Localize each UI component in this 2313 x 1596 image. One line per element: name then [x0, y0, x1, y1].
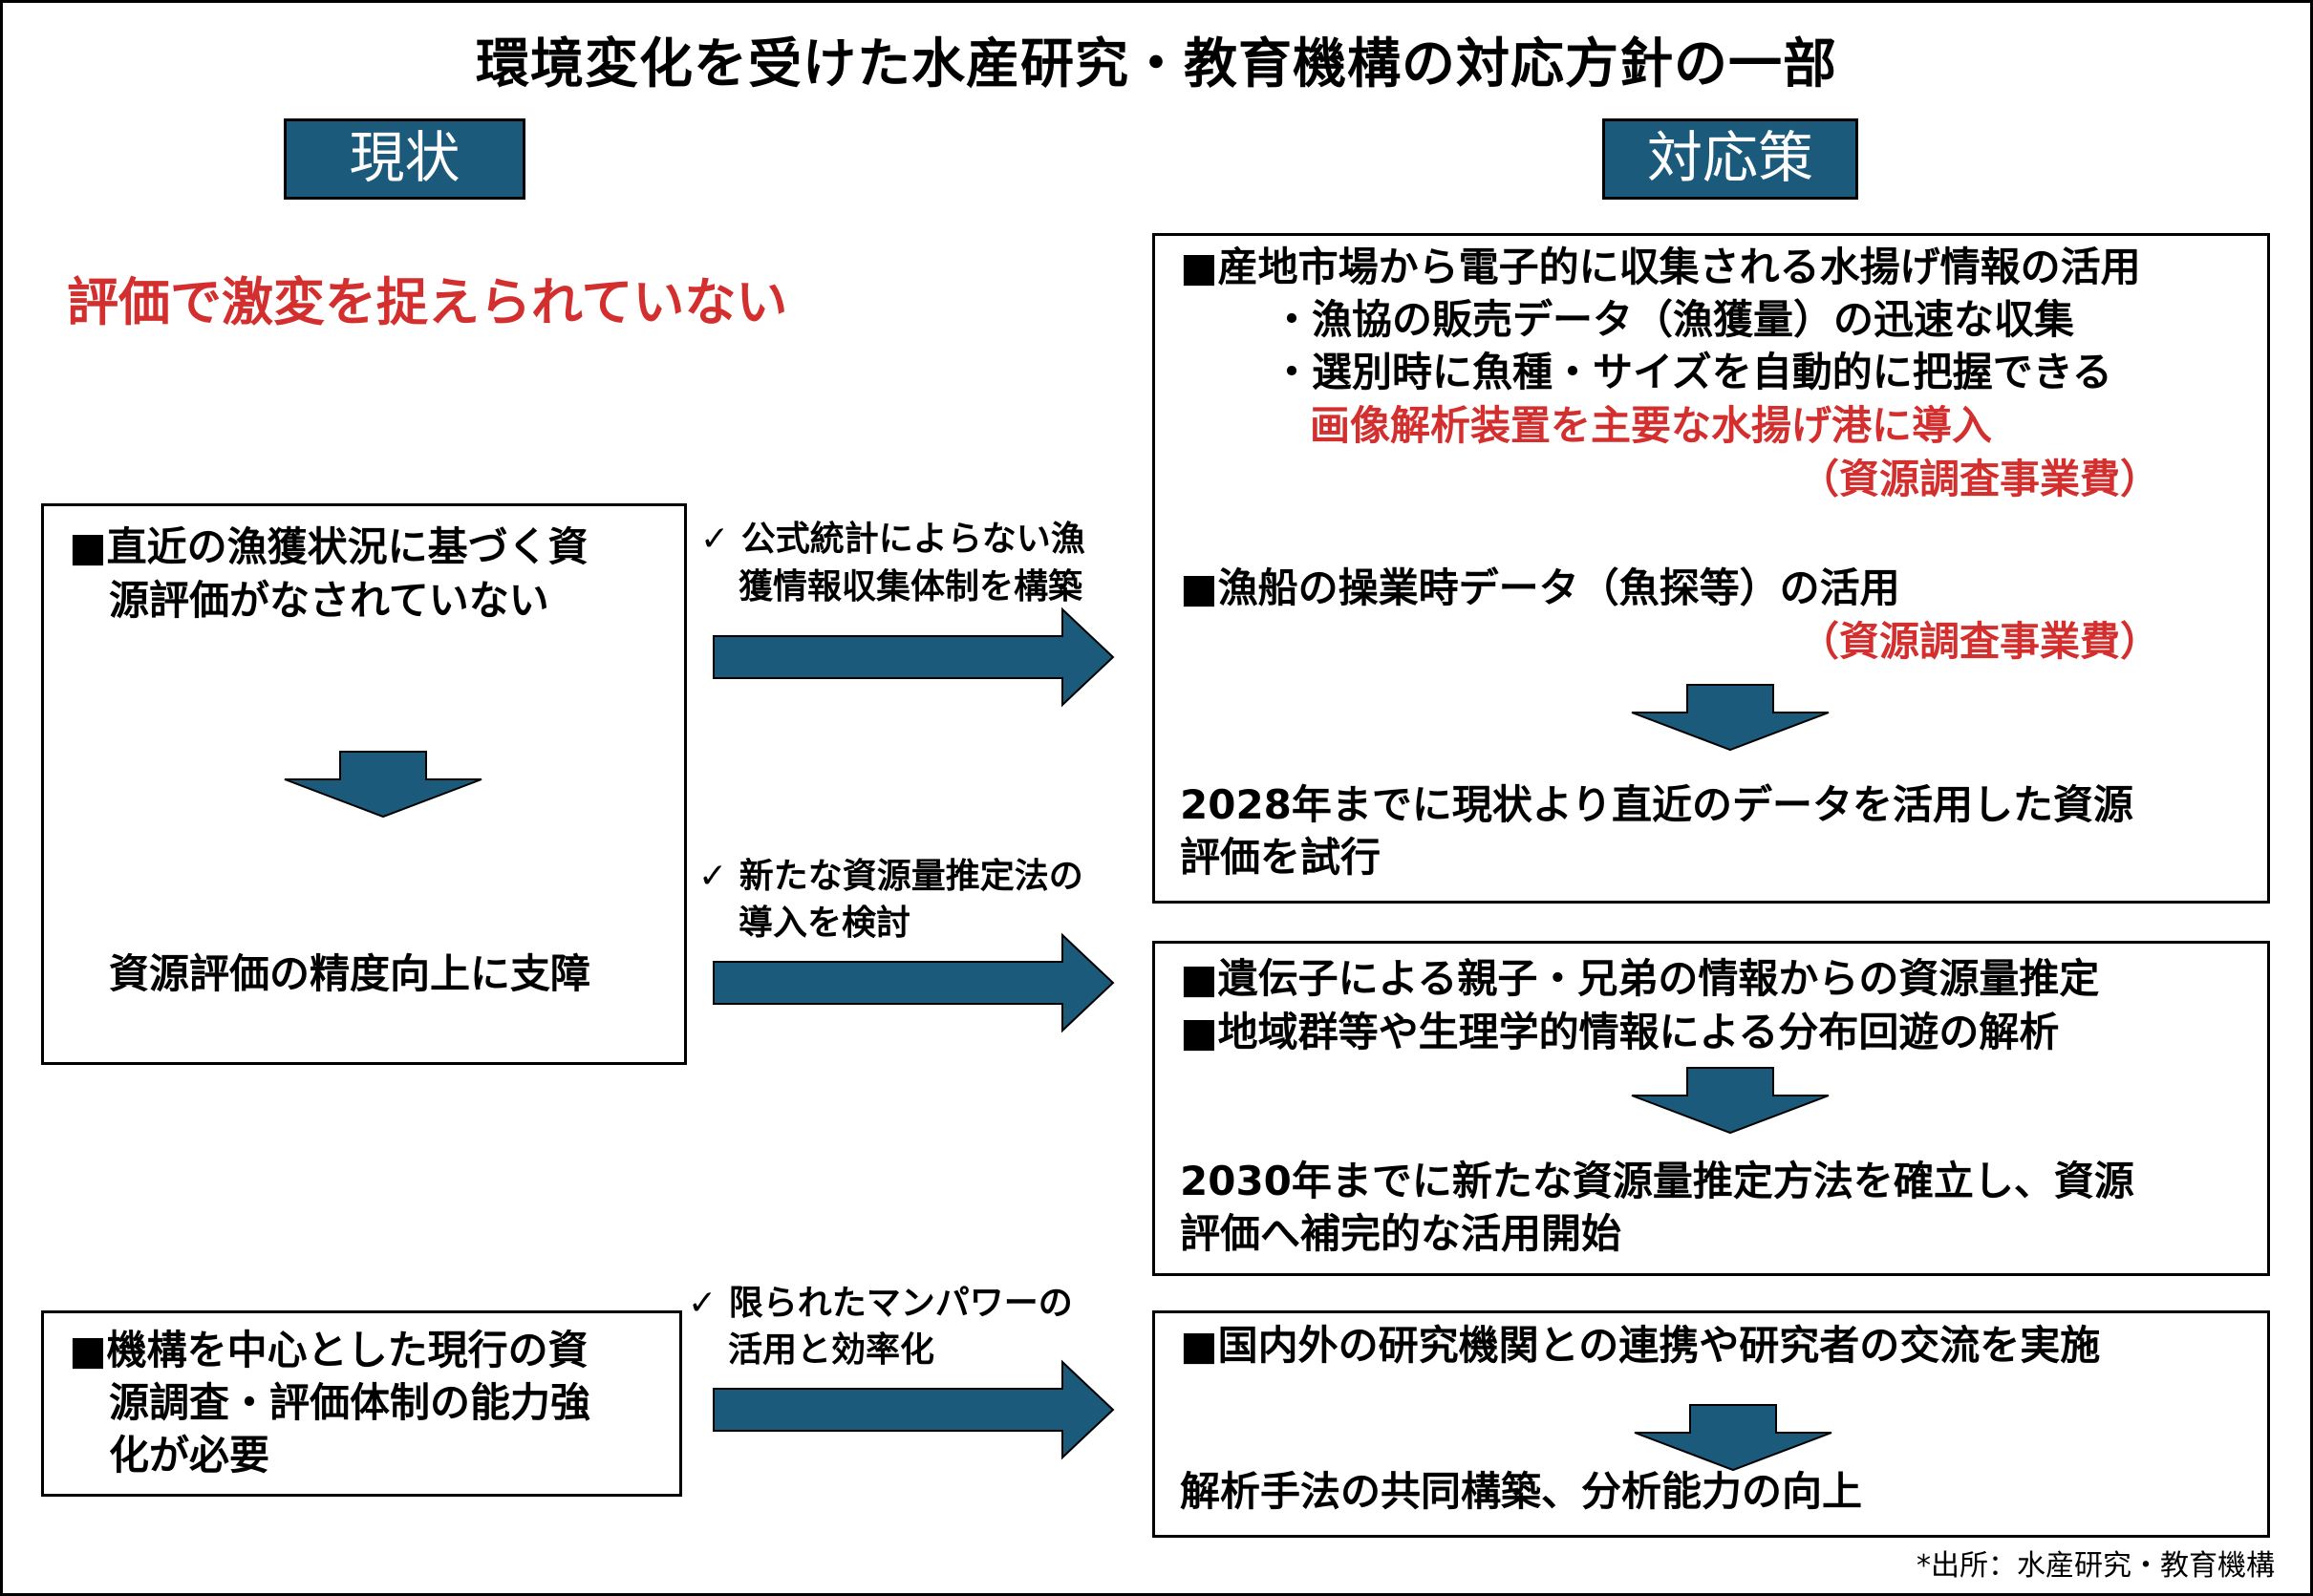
arrow-right-3	[713, 1359, 1115, 1460]
arrow-1-label-line2: 獲情報収集体制を構築	[739, 567, 1083, 606]
right-box-2-result1: 2030年までに新たな資源量推定方法を確立し、資源	[1180, 1158, 2134, 1204]
left-box-2-line3: 化が必要	[109, 1432, 270, 1479]
right-box-1-bullet2: ・選別時に魚種・サイズを自動的に把握できる	[1272, 349, 2112, 395]
right-box-2-down-arrow	[1631, 1067, 1830, 1135]
source-note: *出所：水産研究・教育機構	[1917, 1549, 2275, 1583]
arrow-right-2	[713, 932, 1115, 1033]
page-title: 環境変化を受けた水産研究・教育機構の対応方針の一部	[476, 33, 1837, 96]
left-box-1-line2: 源評価がなされていない	[109, 577, 549, 624]
left-box-1-line1: ■直近の漁獲状況に基づく資	[69, 523, 589, 570]
arrow-2-label-line2: 導入を検討	[739, 904, 911, 943]
right-box-3-down-arrow	[1634, 1404, 1832, 1472]
right-box-3-line1: ■国内外の研究機関との連携や研究者の交流を実施	[1180, 1322, 2101, 1369]
left-box-1-down-arrow	[284, 751, 482, 819]
current-subtitle: 評価で激変を捉えられていない	[67, 272, 788, 332]
left-box-1-result: 資源評価の精度向上に支障	[109, 950, 591, 997]
right-box-1-result1: 2028年までに現状より直近のデータを活用した資源	[1180, 781, 2134, 828]
left-box-2-line2: 源調査・評価体制の能力強	[109, 1379, 591, 1426]
right-box-1-down-arrow	[1631, 684, 1830, 752]
arrow-1-label-line1: ✓ 公式統計によらない漁	[700, 520, 1085, 559]
right-box-1-heading2: ■漁船の操業時データ（魚探等）の活用	[1180, 564, 1900, 611]
arrow-2-label-line1: ✓ 新たな資源量推定法の	[698, 857, 1083, 896]
right-box-1-heading: ■産地市場から電子的に収集される水揚げ情報の活用	[1180, 244, 2141, 290]
right-box-1-result2: 評価を試行	[1180, 834, 1381, 881]
right-box-1	[1152, 233, 2270, 904]
left-box-2	[41, 1310, 682, 1497]
left-box-1	[41, 503, 687, 1065]
arrow-right-1	[713, 606, 1115, 708]
arrow-3-label-line1: ✓ 限られたマンパワーの	[688, 1284, 1073, 1323]
header-countermeasure: 対応策	[1602, 118, 1858, 200]
right-box-2-line2: ■地域群等や生理学的情報による分布回遊の解析	[1180, 1009, 2060, 1055]
left-box-2-line1: ■機構を中心とした現行の資	[69, 1327, 589, 1373]
right-box-1-budget1: （資源調査事業費）	[1799, 456, 2161, 502]
header-current-label: 現状	[349, 125, 460, 190]
right-box-1-bullet1: ・漁協の販売データ（漁獲量）の迅速な収集	[1272, 296, 2075, 343]
right-box-2-result2: 評価へ補完的な活用開始	[1180, 1210, 1622, 1257]
right-box-1-budget2: （資源調査事業費）	[1799, 618, 2161, 665]
right-box-3-result: 解析手法の共同構築、分析能力の向上	[1180, 1468, 1863, 1515]
header-countermeasure-label: 対応策	[1646, 125, 1813, 190]
right-box-1-red-line: 画像解析装置を主要な水揚げ港に導入	[1310, 402, 1993, 449]
header-current: 現状	[284, 118, 525, 200]
right-box-2-line1: ■遺伝子による親子・兄弟の情報からの資源量推定	[1180, 955, 2100, 1002]
arrow-3-label-line2: 活用と効率化	[728, 1330, 935, 1370]
